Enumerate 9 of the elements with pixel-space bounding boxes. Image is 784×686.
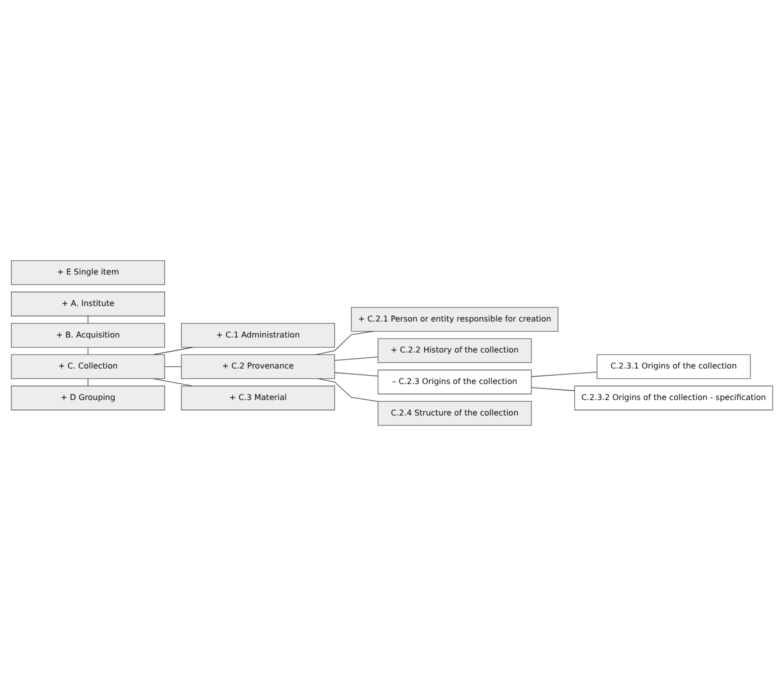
connector [318, 378, 378, 402]
connector [531, 387, 575, 392]
connector [334, 372, 378, 376]
connector [334, 356, 378, 361]
connector [153, 378, 193, 386]
connector [164, 366, 182, 367]
connector [153, 347, 193, 355]
connector [315, 331, 374, 355]
connector [531, 372, 598, 377]
